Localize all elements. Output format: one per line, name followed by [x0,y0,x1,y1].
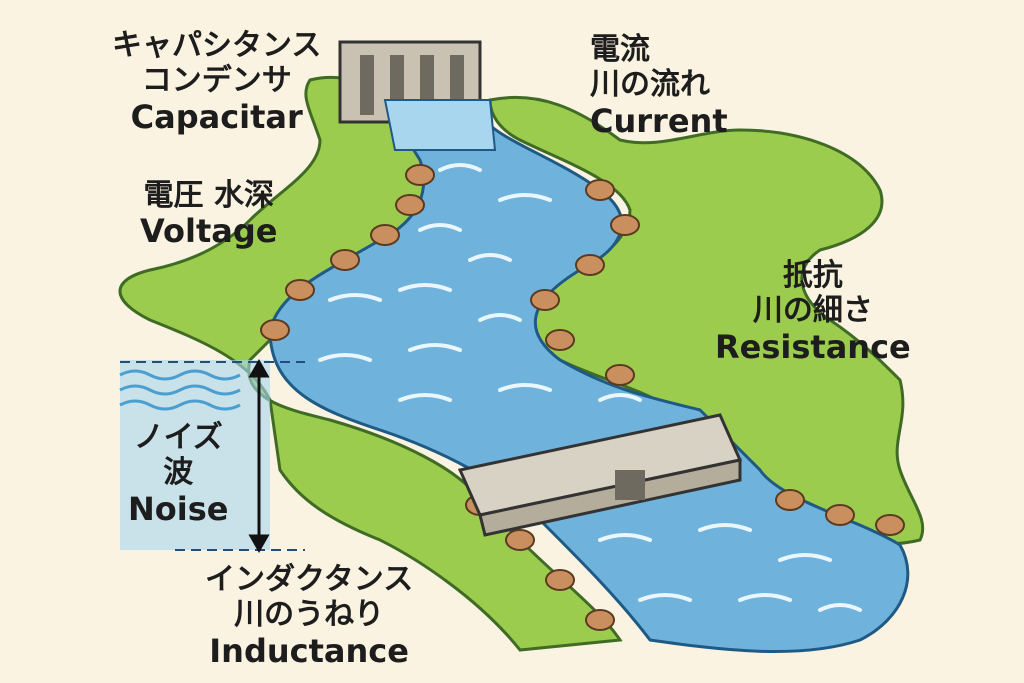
voltage-jp: 電圧 水深 [143,178,274,213]
noise-jp: ノイズ [133,420,223,455]
voltage-en: Voltage [140,212,278,251]
water-ripples [318,163,862,612]
noise-en: Noise [128,489,229,528]
inductance-jp: インダクタンス [205,562,414,597]
noise-label: ノイズ 波 Noise [128,420,228,529]
inductance-en: Inductance [209,631,409,670]
dam [338,40,497,151]
current-jp-alt: 川の流れ [590,67,710,103]
noise-height-arrow [248,358,270,554]
resistance-jp: 抵抗 [782,258,843,293]
resistance-en: Resistance [715,327,911,366]
noise-waves [119,360,270,550]
capacitance-jp: キャパシタンス [112,28,322,63]
inductance-jp-alt: 川のうねり [234,597,385,633]
current-jp: 電流 [590,32,650,67]
noise-jp-alt: 波 [163,455,194,491]
resistance-label: 抵抗 川の細さ Resistance [715,258,911,367]
weir [457,413,743,537]
inductance-label: インダクタンス 川のうねり Inductance [205,562,413,671]
capacitance-en: Capacitar [130,97,303,136]
resistance-jp-alt: 川の細さ [752,293,873,329]
noise-level-lines [120,361,305,551]
voltage-label: 電圧 水深 Voltage [140,178,277,251]
capacitance-jp-alt: コンデンサ [141,63,292,99]
capacitance-label: キャパシタンス コンデンサ Capacitar [112,28,321,137]
current-label: 電流 川の流れ Current [590,32,728,141]
current-en: Current [590,101,728,140]
